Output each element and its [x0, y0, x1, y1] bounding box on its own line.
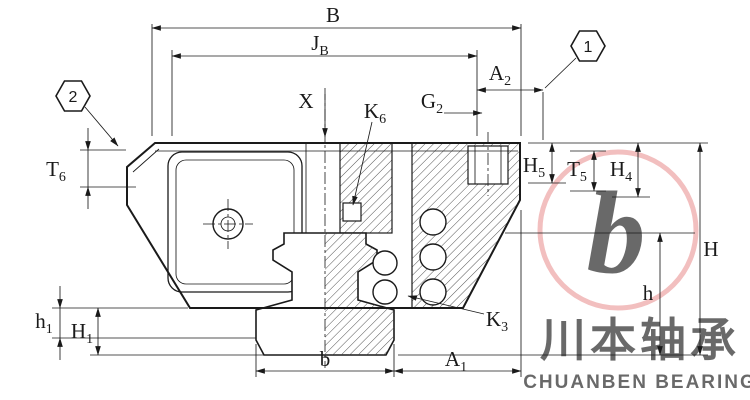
- bearing-ball: [419, 278, 447, 306]
- label-H1: H1: [71, 319, 93, 347]
- callout-leader-1: [544, 57, 577, 89]
- leader-line-K6: [352, 121, 373, 206]
- label-K6: K6: [364, 99, 386, 127]
- label-JB: JB: [311, 31, 329, 59]
- label-H5: H5: [523, 153, 545, 181]
- rail-section-hatch: [325, 233, 394, 355]
- label-b: b: [320, 347, 331, 371]
- carriage-drawing: [126, 142, 521, 356]
- watermark: b 川本轴承 CHUANBEN BEARING: [523, 149, 750, 393]
- bearing-ball: [372, 279, 398, 305]
- label-G2: G2: [421, 89, 443, 117]
- watermark-logo: b: [587, 167, 646, 298]
- end-plate-inner: [175, 159, 295, 285]
- dimensions: [52, 24, 708, 377]
- callout-leader-2: [84, 106, 119, 147]
- carriage-outline: [126, 142, 521, 309]
- watermark-circle: [537, 149, 699, 311]
- leader-line-K3: [407, 295, 485, 315]
- bearing-ball: [419, 208, 447, 236]
- label-h1: h1: [35, 309, 53, 337]
- seal-chamfer-line: [132, 148, 160, 173]
- label-H: H: [703, 237, 718, 261]
- label-A1: A1: [445, 347, 467, 375]
- label-X: X: [298, 89, 313, 113]
- callout-hexagon-2: [55, 80, 91, 112]
- callout-number-1: 1: [584, 39, 593, 56]
- watermark-chinese-text: 川本轴承: [540, 313, 740, 367]
- label-h: h: [643, 281, 654, 305]
- k6-lube-port: [342, 202, 362, 222]
- bearing-ball: [372, 250, 398, 276]
- dimension-labels: B JB A2 X K6 G2 T6 H5 T5 H4 H h h1 H1 b …: [35, 3, 718, 375]
- label-K3: K3: [486, 307, 508, 335]
- label-T5: T5: [567, 157, 587, 185]
- end-plate-outer: [167, 151, 303, 293]
- label-A2: A2: [489, 61, 511, 89]
- label-H4: H4: [610, 157, 632, 185]
- callout-hexagon-1: [570, 30, 606, 62]
- callouts: 1 2: [55, 30, 606, 147]
- bearing-ball: [419, 243, 447, 271]
- label-T6: T6: [46, 157, 66, 185]
- callout-number-2: 2: [69, 89, 78, 106]
- watermark-english-text: CHUANBEN BEARING: [523, 372, 750, 393]
- label-B: B: [326, 3, 340, 27]
